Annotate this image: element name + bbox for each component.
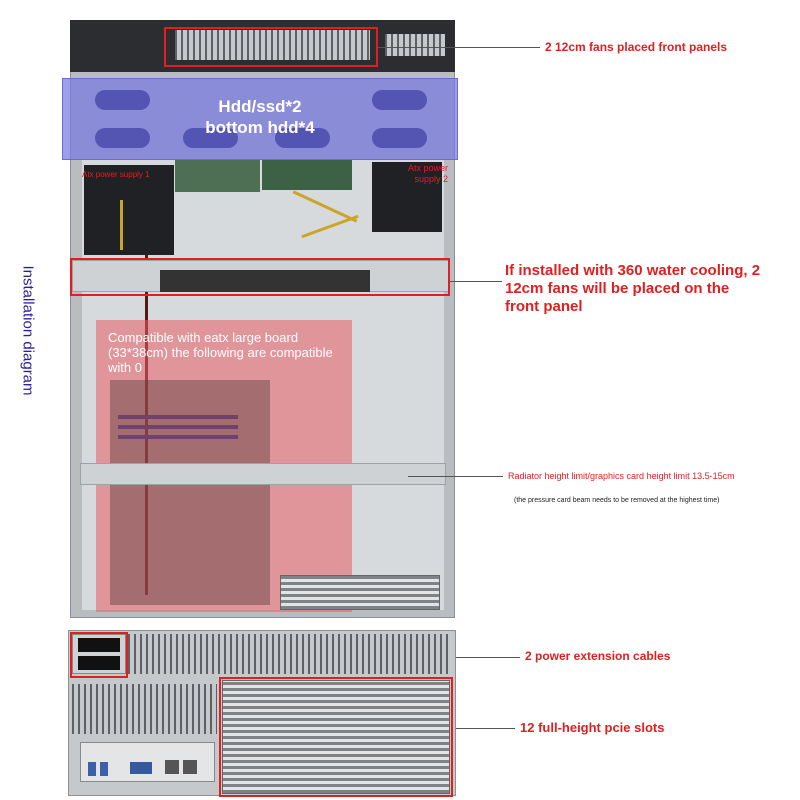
power-cables-highlight [70,632,128,678]
pcie-slot-covers [222,680,450,794]
pressure-note: (the pressure card beam needs to be remo… [514,497,720,504]
ram-slot [118,415,238,419]
power-inlet-2 [78,656,120,670]
front-fans-label: 2 12cm fans placed front panels [545,40,728,54]
board-compat-label: Compatible with eatx large board (33*38c… [108,330,333,375]
cage-hole [95,90,150,110]
hdd-label: Hdd/ssd*2 bottom hdd*4 [195,96,325,138]
ssd-drive [175,160,260,192]
power-supply-2 [372,162,442,232]
motherboard [110,380,270,605]
lan-port [165,760,179,774]
water-cooling-label: If installed with 360 water cooling, 2 1… [505,262,761,315]
front-fan-grill [175,30,370,60]
psu2-label: Atx power supply 2 [407,163,448,184]
vga-port [130,762,152,774]
power-cables-label: 2 power extension cables [525,649,671,663]
front-fans-highlight [164,27,378,67]
hdd-drive [262,160,352,190]
cage-hole [372,128,427,148]
power-inlet-1 [78,638,120,652]
ram-slot [118,435,238,439]
rear-slot-covers [280,575,440,610]
cage-hole [95,128,150,148]
installation-diagram-title: Installation diagram [19,265,37,396]
hdd-label-line1: Hdd/ssd*2 [218,97,302,116]
ram-slot [118,425,238,429]
leader-line [450,281,502,282]
cage-hole [275,128,330,148]
usb-port [100,762,108,776]
water-cooling-highlight [70,258,450,296]
lan-port [183,760,197,774]
pressure-card-beam [80,463,446,485]
leader-line [453,728,515,729]
cage-hole [372,90,427,110]
pcie-slots-highlight [219,677,453,797]
leader-line [378,47,540,48]
leader-line [408,476,503,477]
front-vent [385,34,445,56]
wire [120,200,123,250]
power-supply-1 [84,165,174,255]
psu1-label: Atx power supply 1 [82,170,150,179]
internal-fans [160,270,370,292]
cage-hole [183,128,238,148]
rear-vent [128,634,450,674]
rear-io-vent [72,684,217,734]
hdd-label-line2: bottom hdd*4 [205,118,315,137]
pcie-slots-label: 12 full-height pcie slots [520,720,665,735]
usb-port [88,762,96,776]
radiator-limit-label: Radiator height limit/graphics card heig… [508,471,735,481]
